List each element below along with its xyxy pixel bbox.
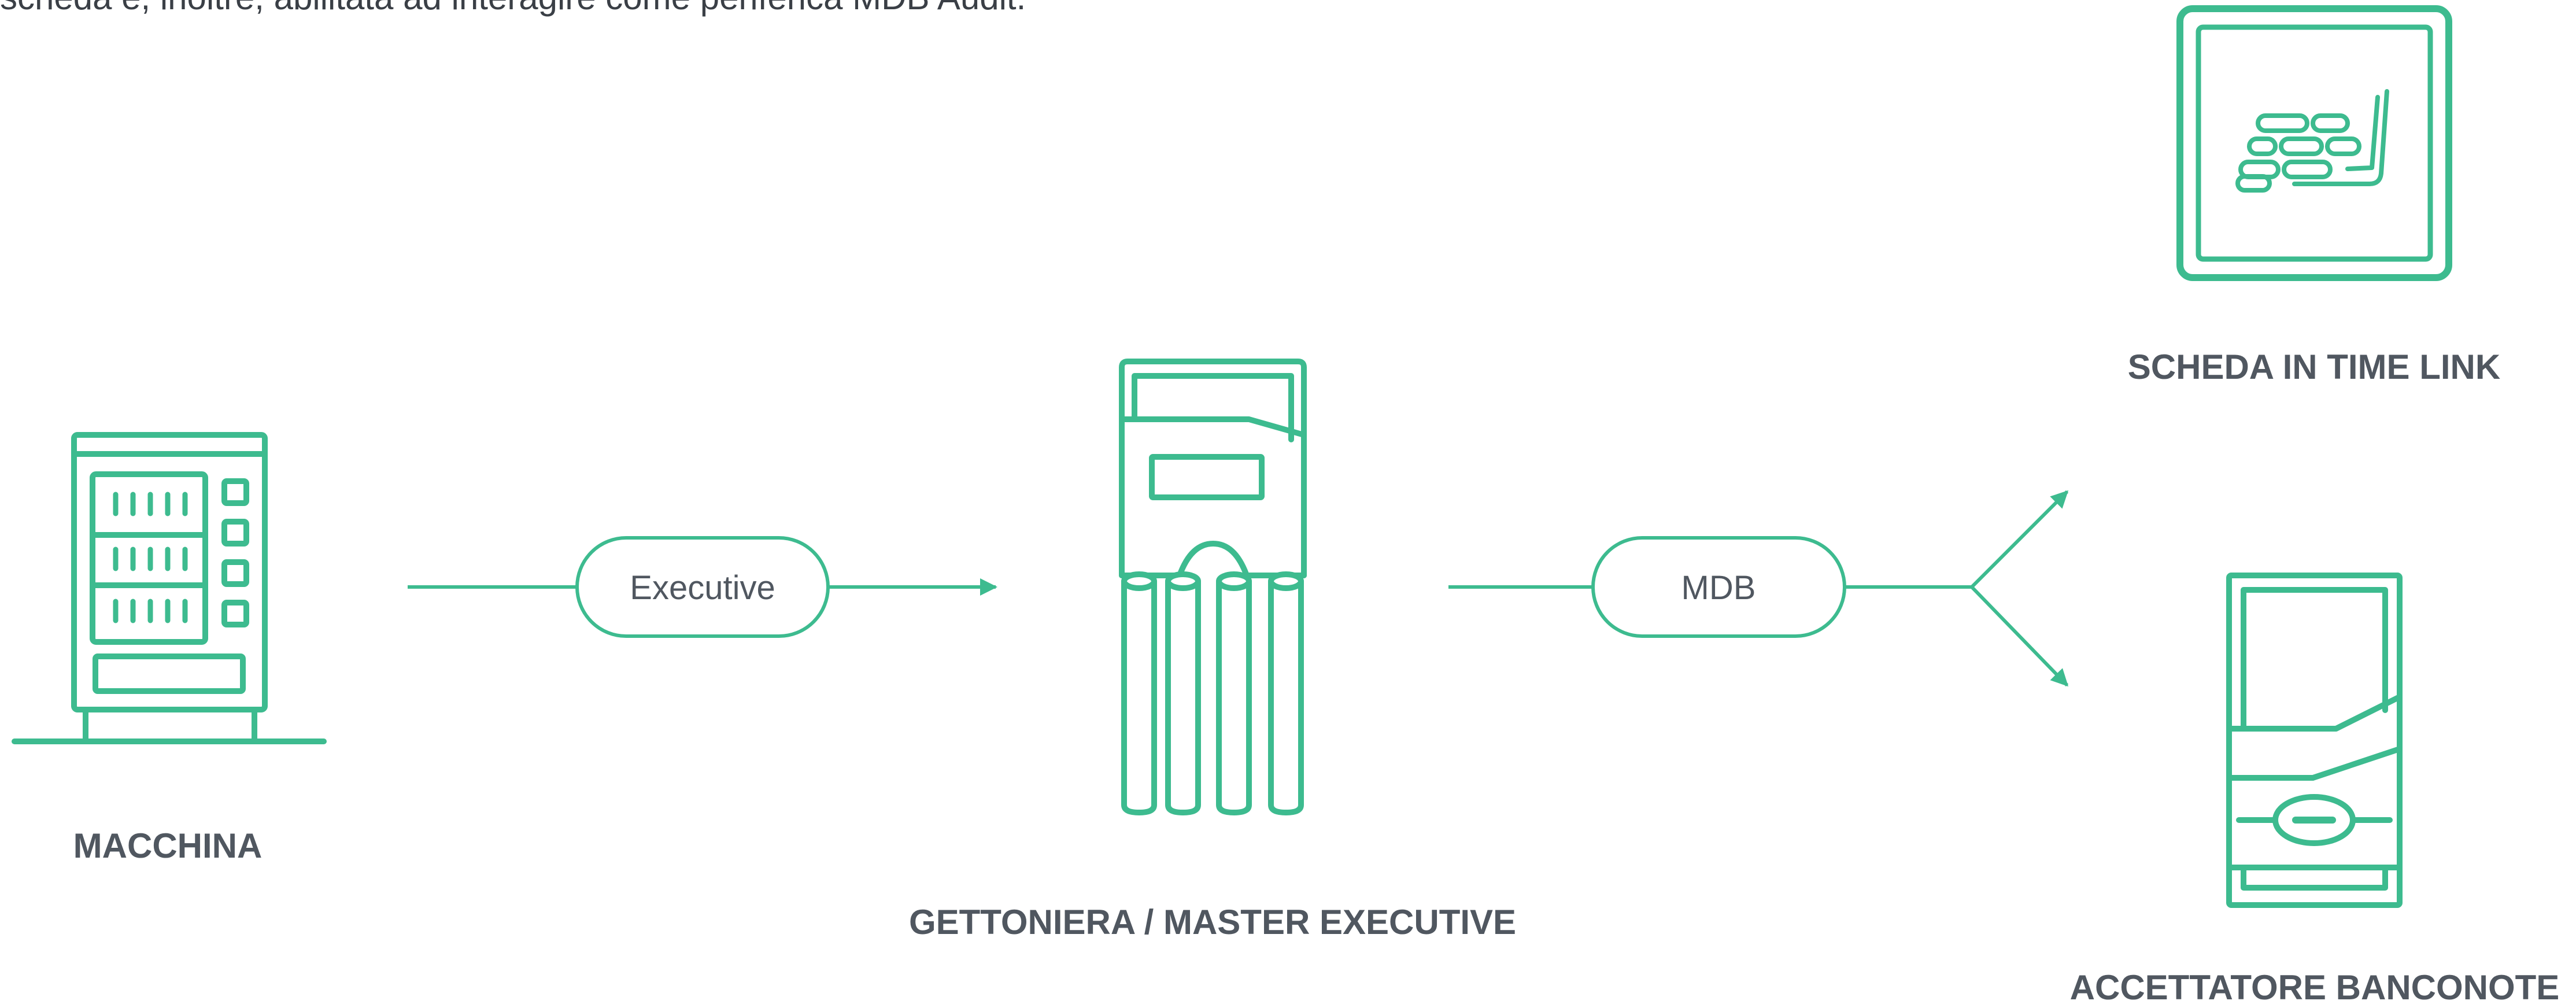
executive-connector: Executive — [408, 536, 997, 638]
banconote-label: ACCETTATORE BANCONOTE — [2070, 968, 2560, 1007]
coin-mechanism-icon — [1119, 359, 1307, 815]
mdb-label: MDB — [1681, 569, 1756, 607]
intro-text: scheda è, inoltre, abilitata ad interagi… — [0, 0, 1026, 17]
gettoniera-label: GETTONIERA / MASTER EXECUTIVE — [909, 903, 1516, 941]
mdb-arrow-down — [1970, 585, 2069, 687]
mdb-pill — [1591, 536, 1846, 638]
vending-machine-icon — [12, 432, 327, 744]
mdb-arrow-up — [1970, 490, 2069, 589]
circuit-board-icon — [2176, 5, 2452, 281]
scheda-label: SCHEDA IN TIME LINK — [2128, 348, 2500, 386]
mdb-connector: MDB — [1448, 490, 2069, 687]
executive-pill — [575, 536, 830, 638]
macchina-label: MACCHINA — [73, 826, 263, 865]
bill-acceptor-icon — [2226, 573, 2403, 908]
executive-label: Executive — [630, 569, 775, 607]
